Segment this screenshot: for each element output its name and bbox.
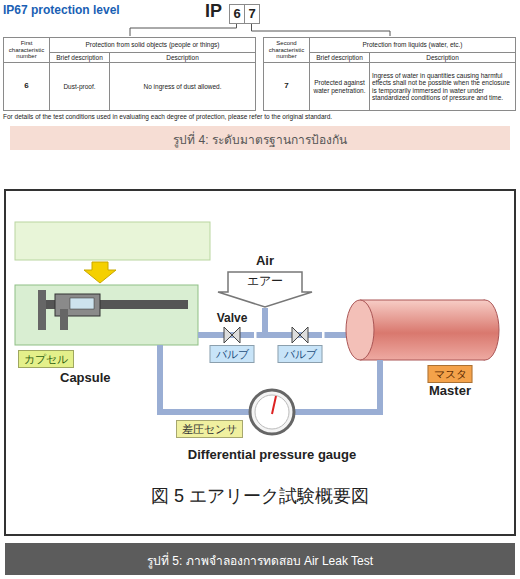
table-cell: Dust-proof. <box>49 62 110 111</box>
gauge-part: 差圧センサ Differential pressure gauge <box>170 390 375 480</box>
valve-symbol <box>224 327 240 343</box>
pipe <box>157 345 163 392</box>
table-header: Protection from liquids (water, etc.) <box>309 37 516 53</box>
table-header: Second characteristic number <box>263 37 310 63</box>
figure-caption: 図 5 エアリーク試験概要図 <box>151 484 369 508</box>
bracket-line <box>130 23 237 36</box>
table-cell: 6 <box>3 62 50 111</box>
part-name: Master <box>429 384 471 398</box>
code-digit: 6 <box>229 4 245 24</box>
pipe <box>170 409 250 415</box>
part-tag: 差圧センサ <box>176 420 243 438</box>
table-cell: No ingress of dust allowed. <box>109 62 256 111</box>
gauge-needle <box>272 396 276 414</box>
pipe <box>377 360 383 402</box>
code-digit: 7 <box>244 4 260 24</box>
part-tag: バルブ <box>278 345 323 363</box>
table-header: First characteristic number <box>3 37 50 63</box>
pipe <box>265 308 278 335</box>
table-header: Protection from solid objects (people or… <box>49 37 256 53</box>
table-note: For details of the test conditions used … <box>3 113 332 120</box>
bracket-line <box>252 23 391 36</box>
pipe <box>325 332 341 338</box>
caliper-jaw <box>60 309 68 330</box>
figure-frame <box>5 190 515 535</box>
air-arrow <box>218 272 312 307</box>
table-cell: Protected against water penetration. <box>309 62 370 111</box>
caption-band <box>5 543 515 575</box>
pipe <box>375 402 380 412</box>
figure-caption: รูปที่ 4: ระดับมาตรฐานการป้องกัน <box>173 130 347 149</box>
part-tag: エアー <box>247 273 283 290</box>
press-plate <box>15 222 210 260</box>
gauge-face <box>255 395 289 429</box>
valve-part: Valve バルブ <box>210 311 257 365</box>
part-name: Differential pressure gauge <box>188 448 356 462</box>
pipe <box>294 409 375 415</box>
gauge-dial <box>250 390 294 434</box>
caliper-jaw <box>38 290 46 330</box>
master-part: マスタMaster <box>340 295 505 402</box>
master-cylinder-end <box>346 300 374 360</box>
part-tag: バルブ <box>210 345 255 363</box>
capsule-body <box>15 285 198 345</box>
part-name: Valve <box>217 311 248 325</box>
valve-symbol <box>292 327 308 343</box>
master-cylinder <box>360 300 485 360</box>
caption-band <box>10 126 510 150</box>
table-cell: 7 <box>263 62 310 111</box>
figure-caption: รูปที่ 5: ภาพจำลองการทดสอบ Air Leak Test <box>147 551 373 570</box>
part-tag: マスタ <box>428 365 473 383</box>
caliper-display <box>70 298 94 309</box>
figure-title: IP67 protection level <box>3 3 120 17</box>
table-cell: Ingress of water in quantities causing h… <box>369 62 516 111</box>
capsule-part: カプセル Capsule <box>15 285 198 392</box>
code-text: IP <box>205 1 222 22</box>
press-arrow <box>84 262 116 283</box>
part-tag: カプセル <box>18 350 74 368</box>
part-name: Air <box>256 254 274 268</box>
part-name: Capsule <box>60 371 111 385</box>
valve-part: バルブ <box>278 311 325 365</box>
pipe <box>160 392 170 412</box>
pipe <box>198 332 210 338</box>
air-inlet: Air エアー <box>225 254 305 308</box>
